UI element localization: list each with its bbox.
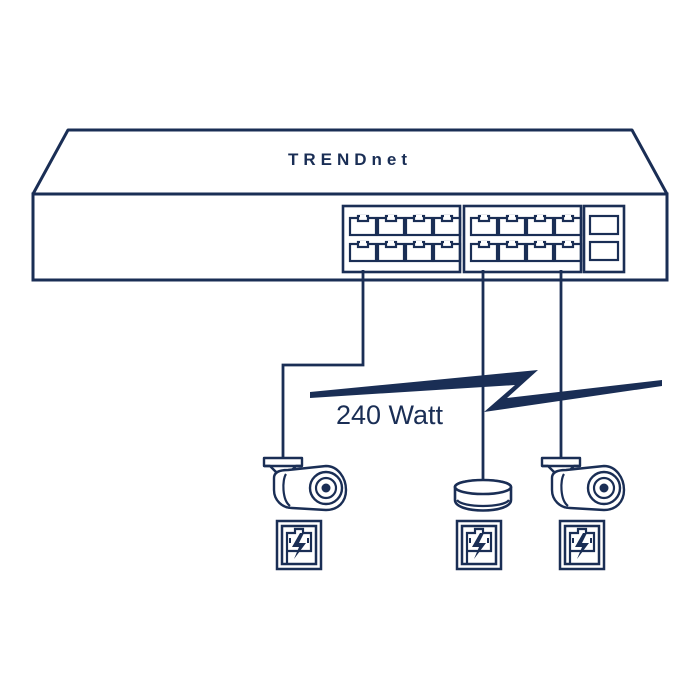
power-budget-label: 240 Watt bbox=[336, 400, 444, 430]
access-point-icon bbox=[453, 478, 513, 512]
sfp-port-icon bbox=[588, 240, 620, 262]
brand-logo: TRENDnet bbox=[288, 150, 412, 169]
bullet-camera-icon bbox=[540, 456, 626, 512]
poe-badge-icon bbox=[275, 519, 323, 571]
bullet-camera-icon bbox=[262, 456, 348, 512]
poe-badge-icon bbox=[558, 519, 606, 571]
port-block-left bbox=[341, 204, 462, 274]
poe-badge-icon bbox=[455, 519, 503, 571]
network-switch: TRENDnet bbox=[31, 128, 669, 282]
sfp-port-icon bbox=[588, 214, 620, 236]
port-block-right bbox=[462, 204, 583, 274]
lightning-bolt-icon bbox=[310, 370, 662, 412]
sfp-slots bbox=[582, 204, 626, 274]
cable-to-camera-left bbox=[281, 270, 365, 458]
switch-front-face bbox=[31, 192, 669, 282]
